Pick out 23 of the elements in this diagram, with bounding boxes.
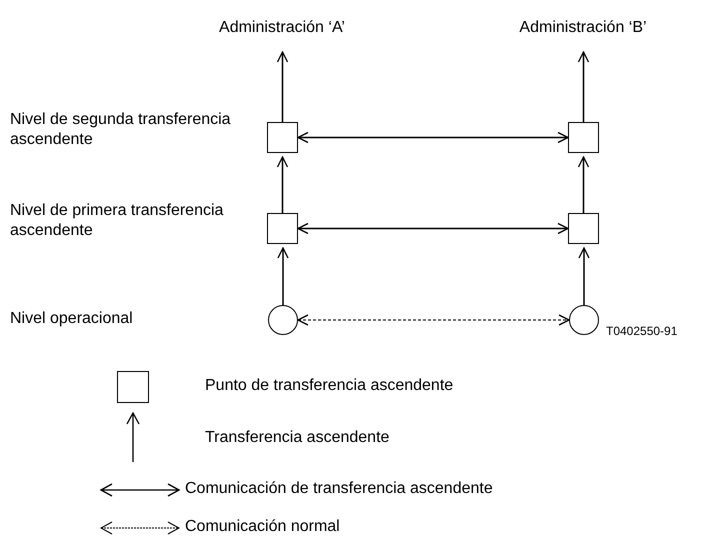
figure-number: T0402550-91 [606, 323, 678, 340]
arrow [297, 132, 569, 144]
level-label: Nivel operacional [10, 309, 134, 329]
arrow [277, 247, 289, 305]
arrow [276, 156, 288, 213]
legend-label: Transferencia ascendente [205, 428, 390, 448]
arrow [578, 51, 590, 122]
legend-label: Punto de transferencia ascendente [205, 376, 454, 396]
level-label: Nivel de segunda transferencia ascendente [10, 110, 232, 150]
legend-label: Comunicación normal [185, 517, 341, 537]
level-label: Nivel de primera transferencia ascendente [10, 201, 224, 241]
arrow [578, 156, 590, 213]
arrow [578, 247, 590, 305]
arrow [297, 314, 570, 326]
administration-label: Administración ‘A’ [212, 8, 352, 48]
arrow [297, 222, 569, 234]
legend-label: Comunicación de transferencia ascendente [185, 479, 494, 499]
transfer-point-box [568, 122, 599, 153]
arrow [276, 51, 288, 122]
administration-label: Administración ‘B’ [513, 8, 653, 48]
transfer-point-box [267, 213, 298, 244]
transfer-point-box [267, 122, 298, 153]
transfer-point-box [568, 213, 599, 244]
